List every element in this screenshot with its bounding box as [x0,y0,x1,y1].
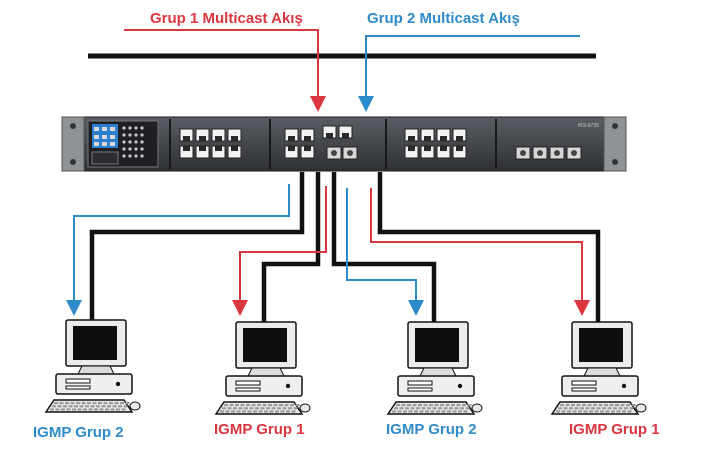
flow-to-host-1 [66,184,290,316]
flow-to-host-4 [370,188,590,316]
mouse [299,403,311,413]
flow-to-host-2 [232,186,327,316]
host-label-2: IGMP Grup 1 [214,421,305,438]
computer-2 [214,321,311,415]
group1-flow-label: Grup 1 Multicast Akış [150,10,303,27]
flow-to-host-3 [346,188,424,316]
monitor-screen [73,326,117,360]
cable-host-4 [377,172,601,322]
system-unit [225,375,303,397]
monitor-screen [243,328,287,362]
fiber-port [566,146,582,160]
port-block-1 [179,128,242,159]
fiber-port [326,146,342,160]
cable-host-2 [261,172,321,322]
switch: IKS-6726 [61,116,627,172]
fiber-port [549,146,565,160]
system-unit [55,373,133,395]
host-label-4: IGMP Grup 1 [569,421,660,438]
cable-host-1 [89,172,305,320]
computer-1 [44,319,141,413]
cable-host-3 [331,172,437,322]
host-label-1: IGMP Grup 2 [33,424,124,441]
mouse [635,403,647,413]
computer-3 [386,321,483,415]
port-block-2 [284,128,315,159]
group2-flow-label: Grup 2 Multicast Akış [367,10,520,27]
port-block-4 [404,128,467,159]
host-label-3: IGMP Grup 2 [386,421,477,438]
fiber-port [515,146,531,160]
computer-4 [550,321,647,415]
group1-flow-in [124,29,326,112]
mouse [471,403,483,413]
monitor-screen [415,328,459,362]
port-block-3 [322,125,353,139]
fiber-port [532,146,548,160]
group2-flow-in [358,35,580,112]
system-unit [561,375,639,397]
system-unit [397,375,475,397]
switch-model-text: IKS-6726 [578,123,599,129]
mouse [129,401,141,411]
fiber-port [342,146,358,160]
monitor-screen [579,328,623,362]
